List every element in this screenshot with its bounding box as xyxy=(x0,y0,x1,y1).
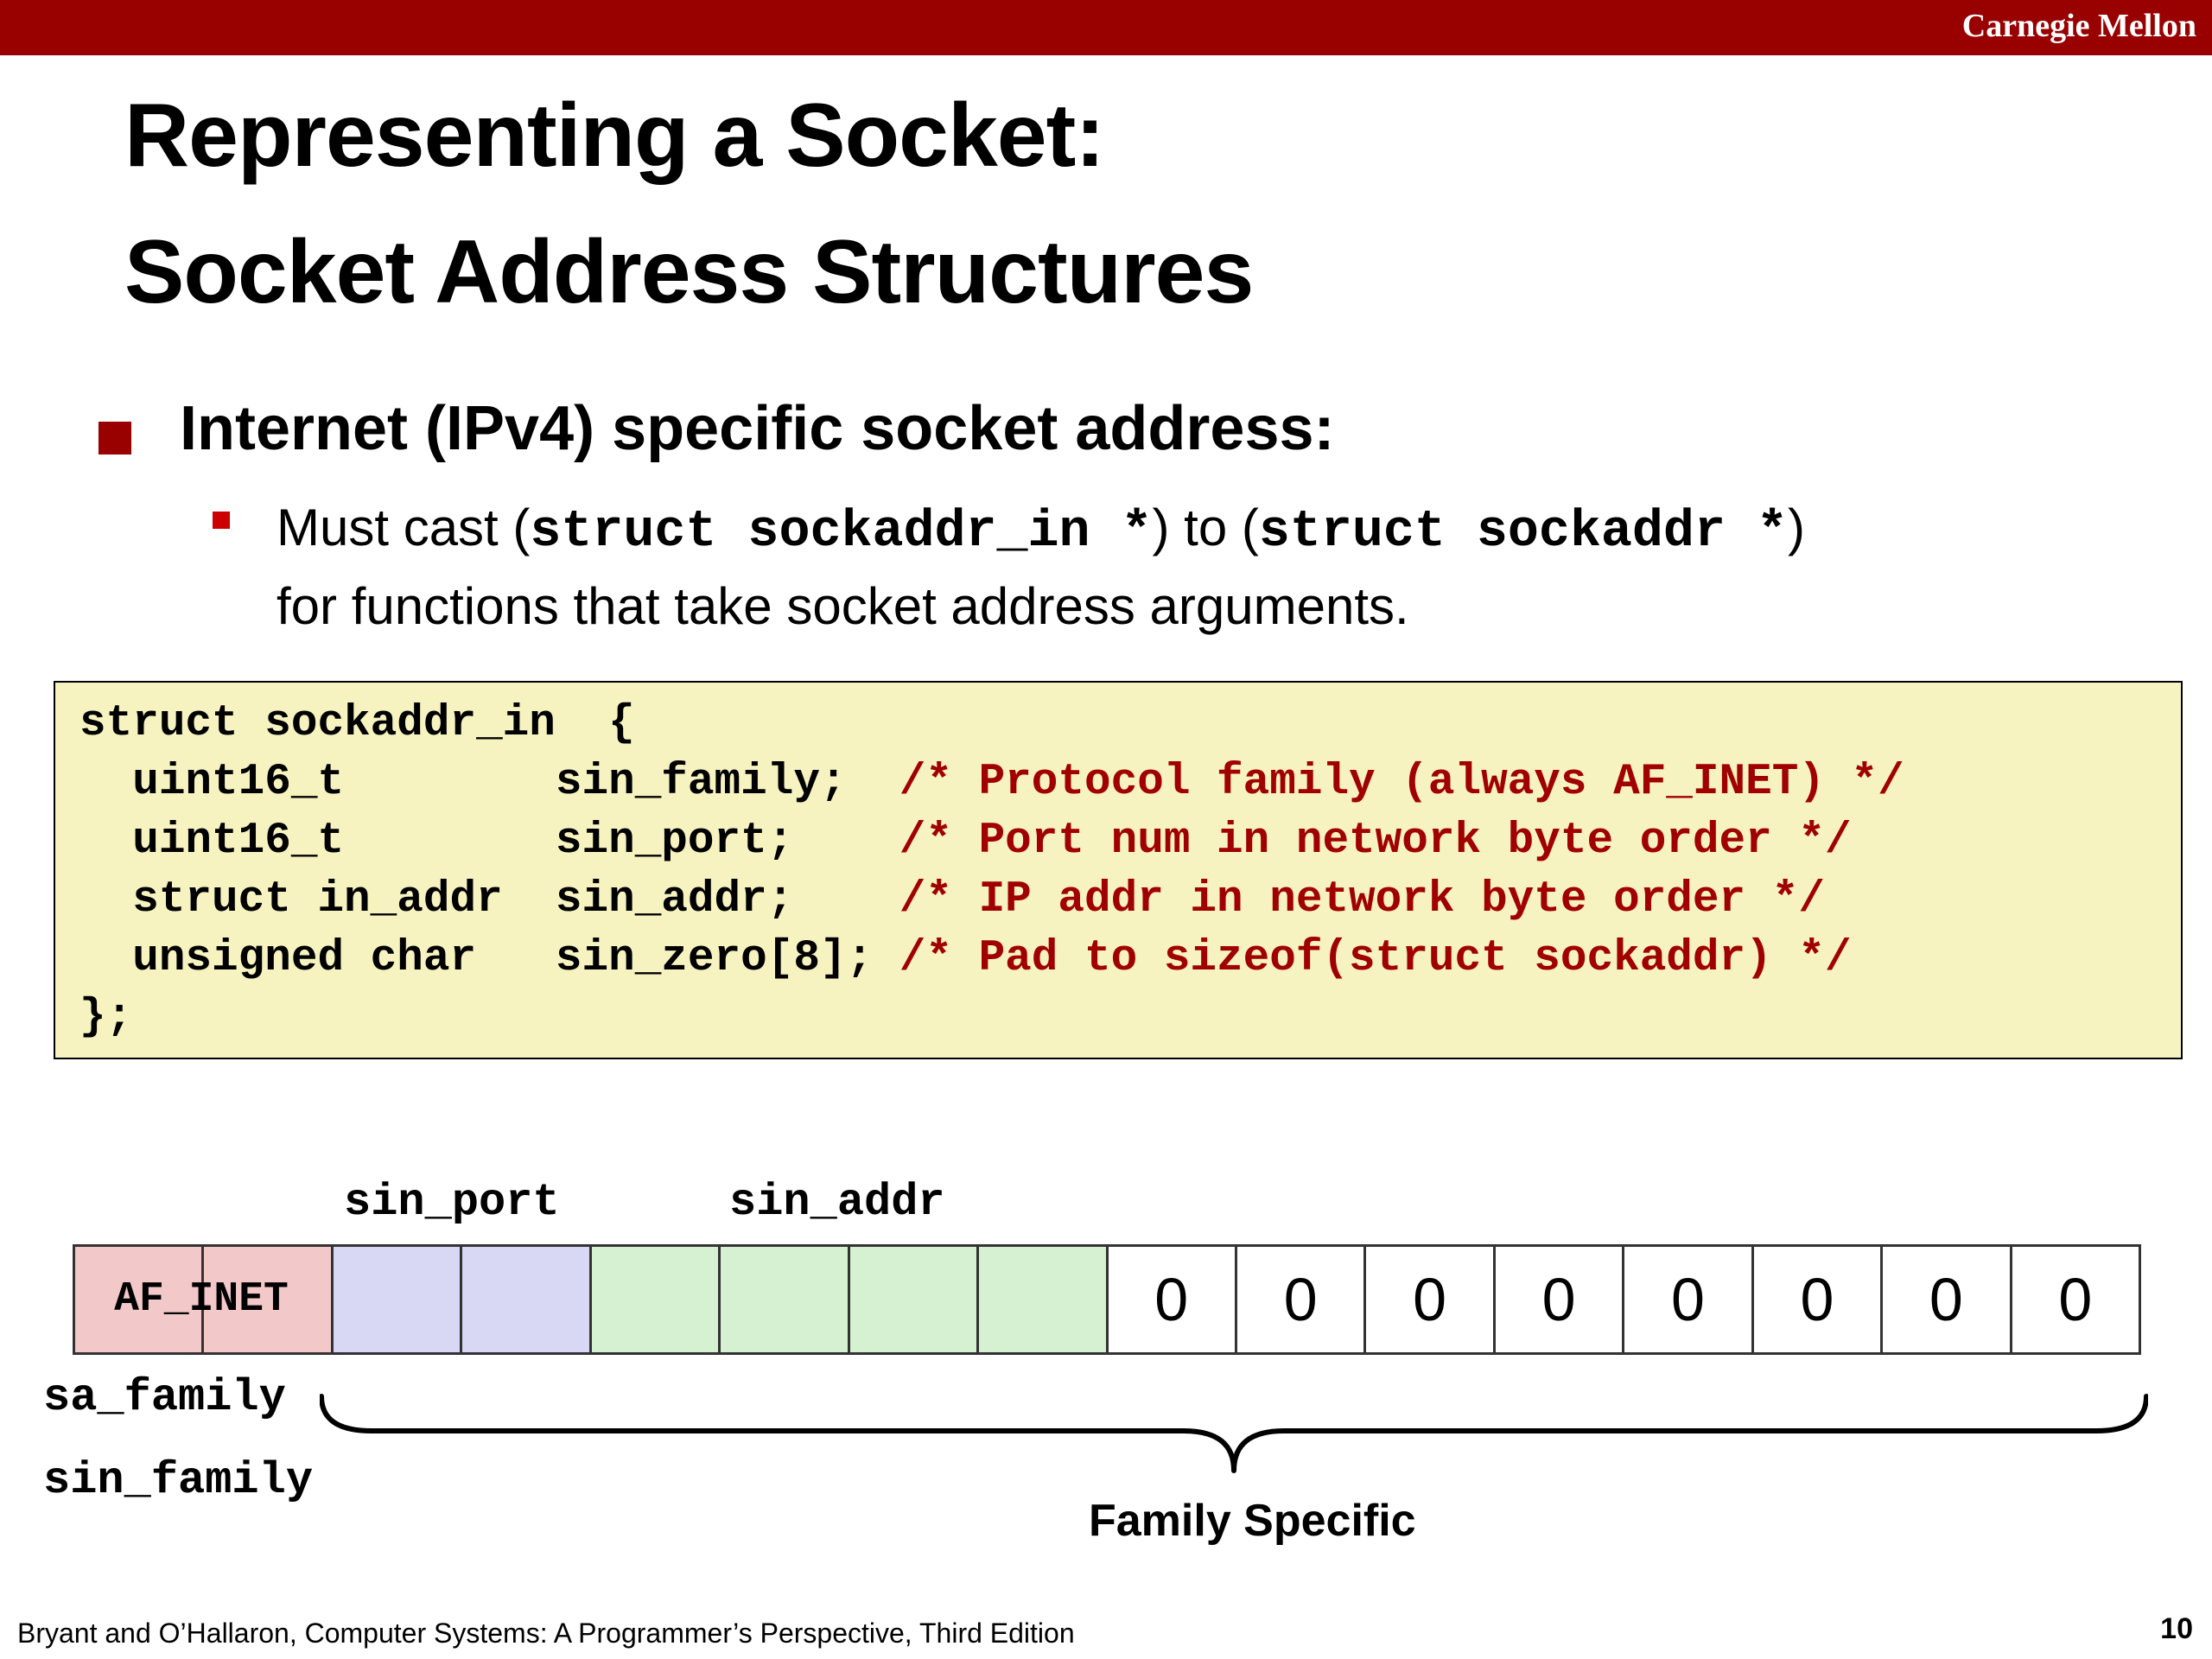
code-line: unsigned char sin_zero[8]; /* Pad to siz… xyxy=(79,930,1904,988)
code-text: }; xyxy=(79,993,133,1042)
code-line: uint16_t sin_family; /* Protocol family … xyxy=(79,753,1904,812)
byte-cell-zero: 0 xyxy=(1883,1247,2012,1352)
sin-port-label: sin_port xyxy=(344,1177,560,1228)
byte-cell-fam xyxy=(204,1247,334,1352)
footer-citation: Bryant and O’Hallaron, Computer Systems:… xyxy=(17,1618,1075,1649)
byte-cell-zero: 0 xyxy=(1236,1247,1367,1352)
code-sockaddr-ptr: struct sockaddr * xyxy=(1258,503,1788,562)
code-line: struct in_addr sin_addr; /* IP addr in n… xyxy=(79,871,1904,930)
code-comment: /* IP addr in network byte order */ xyxy=(899,875,1825,925)
code-comment: /* Port num in network byte order */ xyxy=(899,817,1852,866)
byte-cell-addr xyxy=(849,1247,980,1352)
sub-bullet-square-icon xyxy=(213,512,230,529)
code-comment: /* Pad to sizeof(struct sockaddr) */ xyxy=(899,934,1852,983)
header-bar: Carnegie Mellon xyxy=(0,0,2212,55)
code-text: uint16_t sin_port; xyxy=(79,817,899,866)
code-line: }; xyxy=(79,988,1904,1047)
code-block: struct sockaddr_in { uint16_t sin_family… xyxy=(54,681,2183,1059)
byte-cell-port xyxy=(333,1247,463,1352)
brand-label: Carnegie Mellon xyxy=(1961,8,2196,44)
byte-cell-port xyxy=(462,1247,592,1352)
code-comment: /* Protocol family (always AF_INET) */ xyxy=(899,758,1904,807)
sub-text-part-1: Must cast ( xyxy=(276,499,531,556)
sub-bullet-line-1: Must cast (struct sockaddr_in *) to (str… xyxy=(276,491,1805,569)
byte-cell-addr xyxy=(591,1247,721,1352)
byte-cell-addr xyxy=(721,1247,850,1352)
sub-bullet-text: Must cast (struct sockaddr_in *) to (str… xyxy=(276,491,1805,644)
code-line: struct sockaddr_in { xyxy=(79,695,1904,753)
sin-family-label: sin_family xyxy=(43,1455,314,1506)
byte-cell-zero: 0 xyxy=(2012,1247,2139,1352)
byte-cell-addr xyxy=(979,1247,1109,1352)
family-specific-label: Family Specific xyxy=(1089,1496,1416,1546)
byte-cell-zero: 0 xyxy=(1753,1247,1884,1352)
code-line: uint16_t sin_port; /* Port num in networ… xyxy=(79,812,1904,871)
title-line-1: Representing a Socket: xyxy=(124,86,1105,186)
code-text: struct sockaddr_in { xyxy=(79,699,635,748)
bullet-square-icon xyxy=(99,422,131,454)
byte-cell-zero: 0 xyxy=(1495,1247,1625,1352)
slide-title: Representing a Socket: Socket Address St… xyxy=(124,67,1254,340)
byte-cell-zero: 0 xyxy=(1108,1247,1237,1352)
byte-cell-fam xyxy=(75,1247,205,1352)
sub-bullet-line-2: for functions that take socket address a… xyxy=(276,577,1409,635)
code-listing: struct sockaddr_in { uint16_t sin_family… xyxy=(79,695,1904,1047)
byte-cell-zero: 0 xyxy=(1624,1247,1754,1352)
code-text: struct in_addr sin_addr; xyxy=(79,875,899,925)
title-line-2: Socket Address Structures xyxy=(124,222,1254,322)
byte-cell-zero: 0 xyxy=(1366,1247,1496,1352)
sa-family-label: sa_family xyxy=(43,1372,286,1423)
sin-addr-label: sin_addr xyxy=(729,1177,945,1228)
sub-text-part-2: ) to ( xyxy=(1152,499,1259,556)
code-text: uint16_t sin_family; xyxy=(79,758,899,807)
sub-text-part-3: ) xyxy=(1787,499,1805,556)
bullet-text: Internet (IPv4) specific socket address: xyxy=(180,394,1335,463)
family-specific-brace xyxy=(320,1394,2148,1473)
code-sockaddr-in-ptr: struct sockaddr_in * xyxy=(530,503,1153,562)
page-number: 10 xyxy=(2160,1612,2193,1645)
code-text: unsigned char sin_zero[8]; xyxy=(79,934,899,983)
